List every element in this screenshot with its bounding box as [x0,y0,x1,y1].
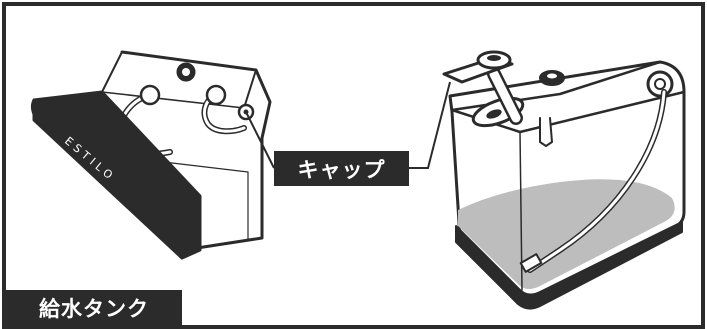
water-tank-side-view [444,52,684,309]
cap-callout-label: キャップ [274,151,409,186]
water-tank-front-view [32,52,270,258]
figure-caption: 給水タンク [6,290,182,325]
